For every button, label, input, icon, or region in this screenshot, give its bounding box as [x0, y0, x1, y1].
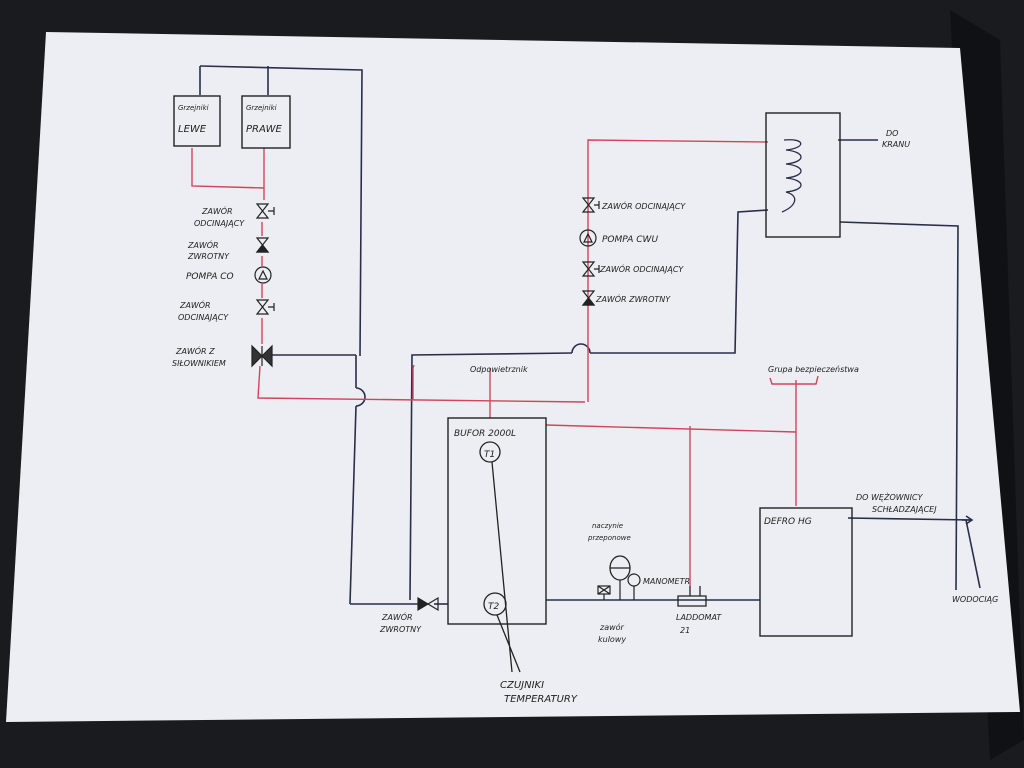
- label-zawor-odcinajacy-cwu: ZAWÓR ODCINAJĄCY: [601, 200, 686, 211]
- shutoff-valve-2-icon: [255, 299, 275, 315]
- shutoff-valve-cwu-2-icon: [581, 261, 600, 277]
- label-zawor-odcinajacy-1: ZAWÓR: [201, 205, 233, 216]
- label-laddomat-1: LADDOMAT: [676, 613, 722, 622]
- check-valve-bottom-icon: [417, 596, 439, 612]
- check-valve-icon: [255, 237, 270, 253]
- radiator-left-box: [173, 95, 221, 147]
- red-pipes: [191, 139, 819, 586]
- label-czujniki-1: CZUJNIKI: [500, 680, 544, 691]
- radiator-left-sub: LEWE: [178, 124, 207, 135]
- label-zawor-zwrotny-1: ZAWÓR: [187, 239, 219, 250]
- actuator-valve-icon: [251, 344, 273, 368]
- label-zawor-odcinajacy-left2-1: ZAWÓR: [179, 299, 211, 310]
- check-valve-cwu-icon: [581, 290, 596, 306]
- label-zawor-kulowy-2: kulowy: [598, 635, 626, 644]
- label-pompa-co: POMPA CO: [186, 272, 234, 282]
- sensor-leader-lines: [491, 461, 521, 673]
- label-wezownica-2: SCHŁADZAJĄCEJ: [872, 505, 937, 514]
- black-pipes: [199, 65, 981, 605]
- label-defro: DEFRO HG: [764, 517, 812, 527]
- label-zawor-odcinajacy-left2-2: ODCINAJĄCY: [178, 313, 229, 322]
- label-zawor-silownik-2: SIŁOWNIKIEM: [172, 359, 226, 368]
- radiator-right-sub: PRAWE: [246, 124, 283, 135]
- label-laddomat-2: 21: [680, 626, 690, 635]
- label-zawor-odcinajacy-cwu-2: ZAWÓR ODCINAJĄCY: [599, 263, 684, 274]
- ball-valve-icon: [597, 585, 611, 600]
- label-zawor-zwrotny-bottom-2: ZWROTNY: [379, 625, 422, 634]
- label-zawor-zwrotny-2: ZWROTNY: [187, 252, 230, 261]
- label-zawor-zwrotny-bottom-1: ZAWÓR: [381, 611, 413, 622]
- label-manometr: MANOMETR: [643, 577, 690, 586]
- label-zawor-kulowy-1: zawór: [599, 622, 625, 632]
- label-do-kranu-1: DO: [886, 129, 898, 138]
- label-wodociag: WODOCIĄG: [952, 595, 998, 604]
- label-wezownica-1: DO WĘŻOWNICY: [856, 492, 924, 502]
- label-odpowietrznik: Odpowietrznik: [470, 365, 528, 374]
- paper-sheet: [6, 32, 1020, 722]
- shutoff-valve-icon: [255, 203, 275, 219]
- label-zawor-zwrotny-cwu: ZAWÓR ZWROTNY: [595, 293, 671, 304]
- expansion-vessel-pipe: [610, 567, 630, 600]
- pump-co-icon: [254, 266, 272, 284]
- heating-coil-icon: [781, 139, 802, 213]
- radiator-right-label: Grzejniki: [246, 104, 277, 112]
- label-bufor: BUFOR 2000L: [454, 429, 516, 439]
- label-czujniki-2: TEMPERATURY: [504, 694, 578, 705]
- label-zawor-odcinajacy-2: ODCINAJĄCY: [194, 219, 245, 228]
- radiator-left-label: Grzejniki: [178, 104, 209, 112]
- label-grupa-bezpieczenstwa: Grupa bezpieczeństwa: [768, 365, 859, 374]
- buffer-tank: [447, 417, 547, 625]
- hot-water-tank: [765, 112, 841, 238]
- pump-cwu-icon: [579, 229, 597, 247]
- laddomat-icon: [677, 586, 707, 607]
- radiator-right-box: [241, 95, 291, 149]
- label-zawor-silownik-1: ZAWÓR Z: [175, 345, 215, 356]
- label-t2: T2: [488, 602, 499, 612]
- label-naczynie-2: przeponowe: [587, 534, 631, 542]
- label-do-kranu-2: KRANU: [882, 140, 910, 149]
- boiler-defro: [759, 507, 853, 637]
- shutoff-valve-cwu-icon: [581, 197, 600, 213]
- label-pompa-cwu: POMPA CWU: [602, 235, 658, 245]
- sensor-t1-icon: [479, 441, 501, 463]
- label-t1: T1: [484, 450, 495, 460]
- label-naczynie-1: naczynie: [592, 522, 623, 530]
